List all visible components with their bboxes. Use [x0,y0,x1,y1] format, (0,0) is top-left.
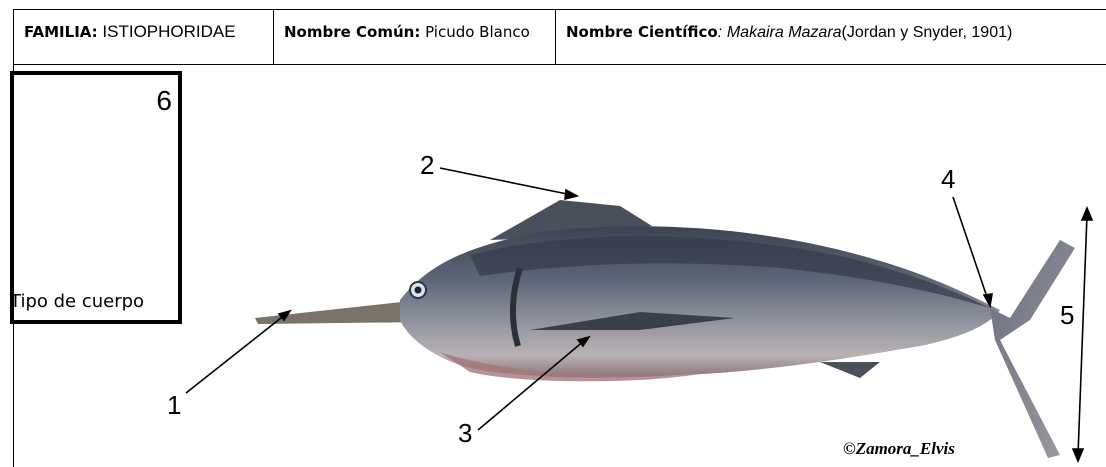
callout-2-label: 2 [420,150,434,181]
photo-credit: ©Zamora_Elvis [843,439,955,459]
arrow-4 [953,197,988,300]
callout-1-label: 1 [167,390,181,421]
callout-4-label: 4 [941,164,955,195]
arrow-5-head-bottom [1073,449,1083,461]
marlin-tail [990,240,1075,458]
marlin-pupil [415,287,422,294]
arrow-5-head-top [1082,208,1092,220]
arrow-2-head [565,190,577,199]
arrow-2 [440,168,572,195]
callout-3-label: 3 [458,418,472,449]
arrow-1 [186,314,286,393]
marlin-anal-fin [820,362,880,378]
arrow-5 [1078,215,1087,455]
callout-5-label: 5 [1060,300,1074,331]
